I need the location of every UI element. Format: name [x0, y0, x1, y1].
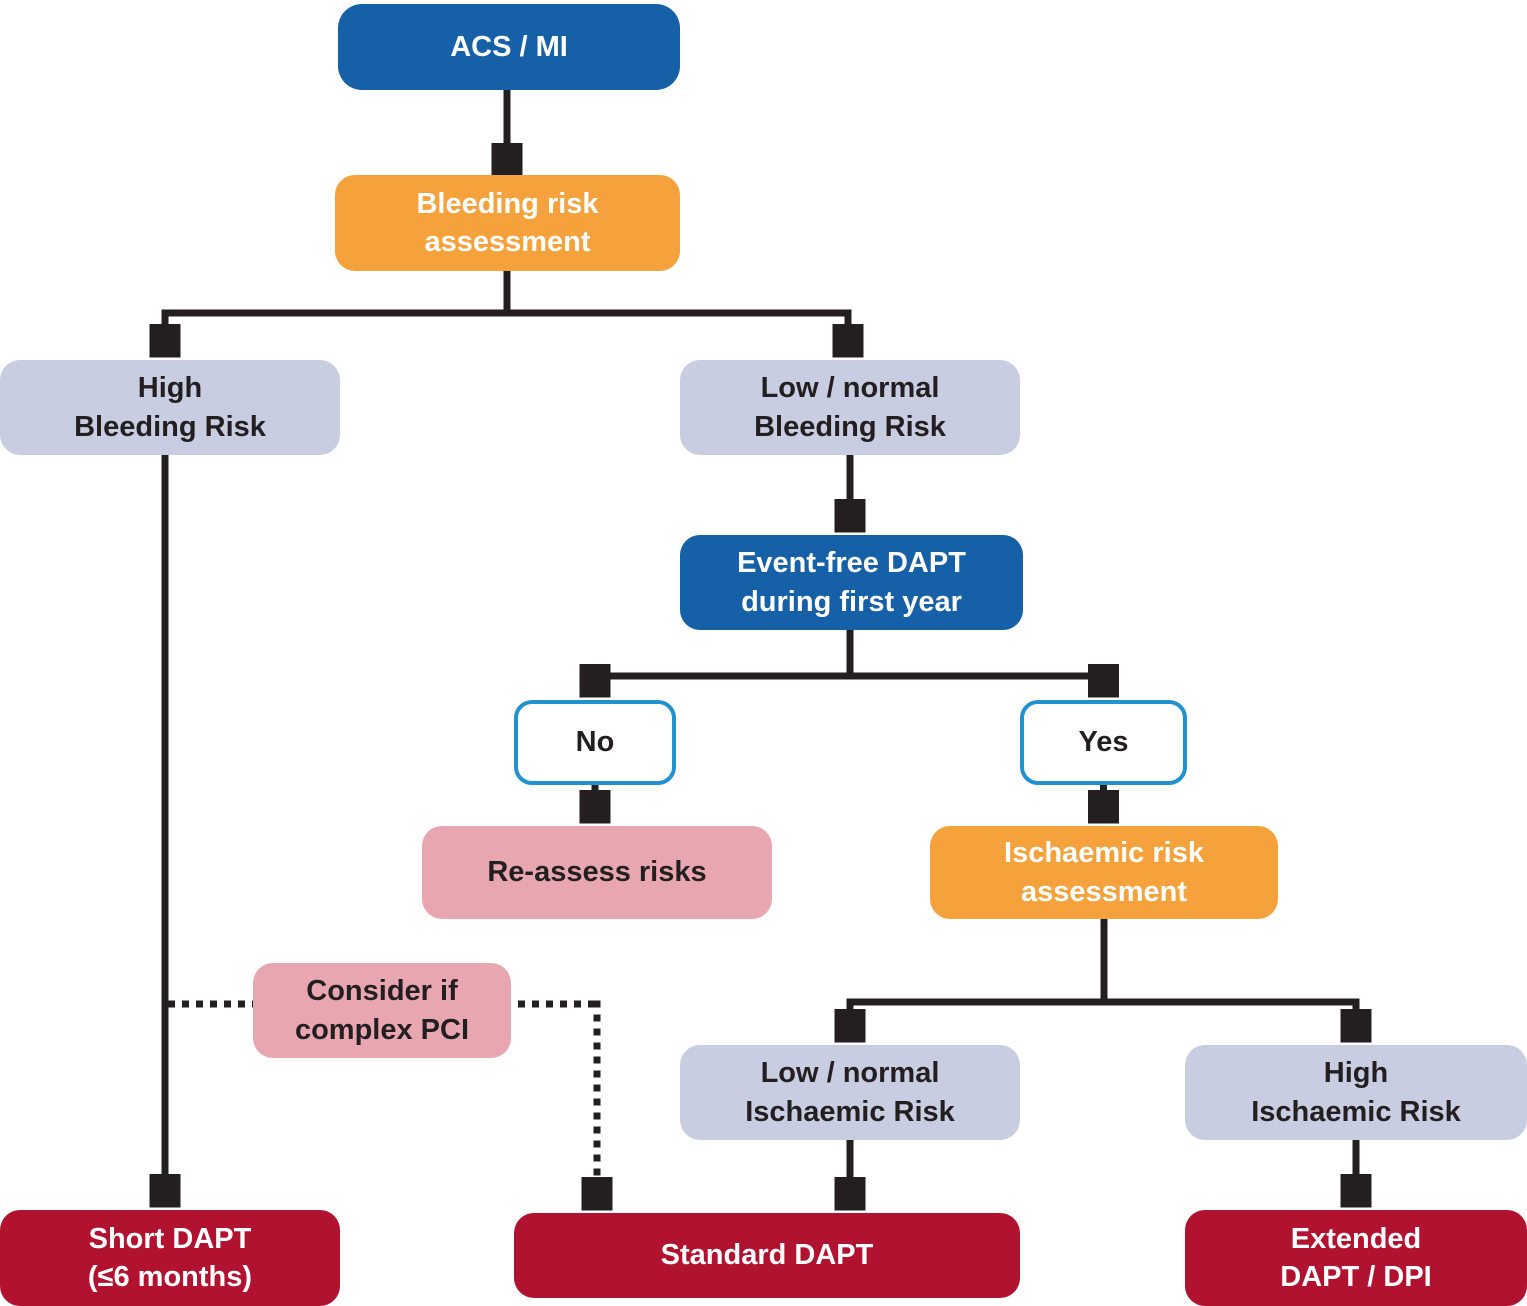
node-short-dapt: Short DAPT (≤6 months) [0, 1210, 340, 1306]
node-low-normal-ischaemic-risk: Low / normal Ischaemic Risk [680, 1045, 1020, 1140]
node-re-assess-risks: Re-assess risks [422, 826, 772, 919]
node-high-ischaemic-risk: High Ischaemic Risk [1185, 1045, 1527, 1140]
node-low-normal-bleeding-risk: Low / normal Bleeding Risk [680, 360, 1020, 455]
node-standard-dapt: Standard DAPT [514, 1213, 1020, 1298]
node-bleeding-risk-assessment: Bleeding risk assessment [335, 175, 680, 271]
node-ischaemic-risk-assessment: Ischaemic risk assessment [930, 826, 1278, 919]
node-no: No [514, 700, 676, 785]
node-event-free-dapt: Event-free DAPT during first year [680, 535, 1023, 630]
node-consider-complex-pci: Consider if complex PCI [253, 963, 511, 1058]
node-extended-dapt-dpi: Extended DAPT / DPI [1185, 1210, 1527, 1306]
node-high-bleeding-risk: High Bleeding Risk [0, 360, 340, 455]
node-acs-mi: ACS / MI [338, 4, 680, 90]
node-yes: Yes [1020, 700, 1187, 785]
